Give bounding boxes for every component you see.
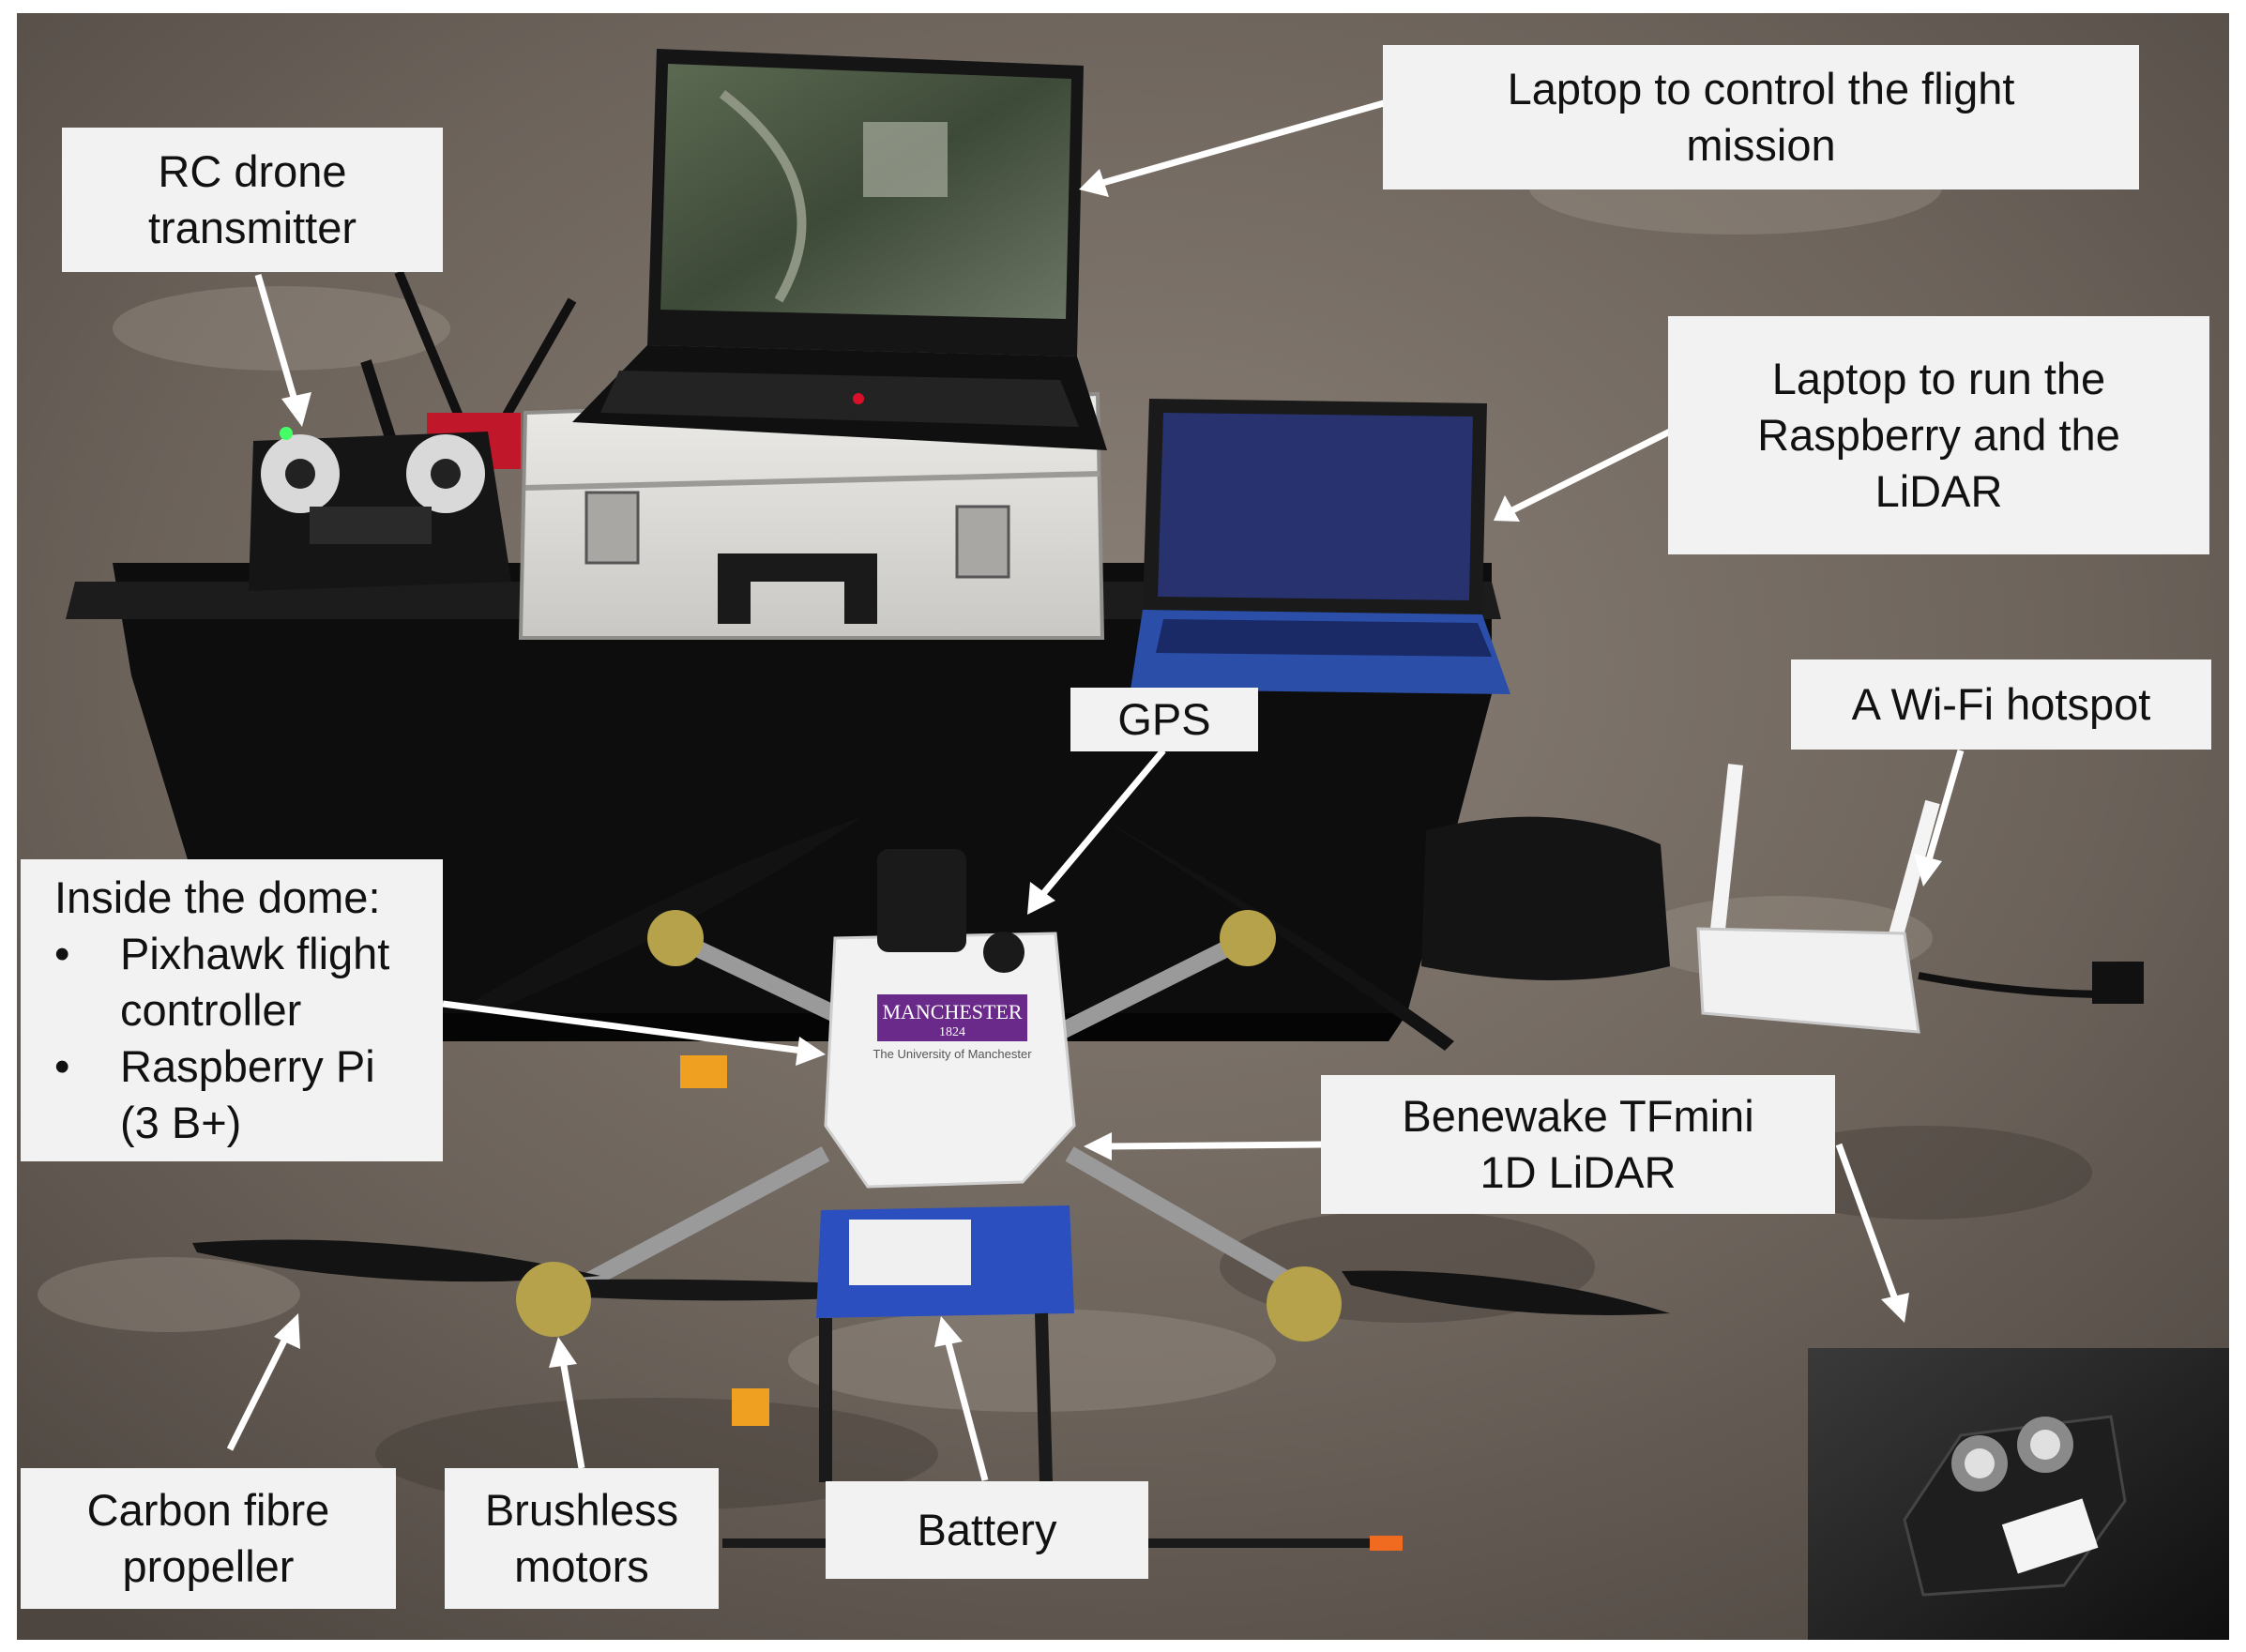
label-rc-transmitter: RC drone transmitter <box>62 128 443 272</box>
inside-dome-item-raspberry: • Raspberry Pi (3 B+) <box>54 1041 375 1147</box>
label-inside-dome: Inside the dome: • Pixhawk flight contro… <box>21 859 443 1161</box>
surface-laptop <box>1131 399 1510 694</box>
arrow-gps <box>1039 748 1166 899</box>
wifi-router <box>1696 764 2144 1034</box>
callout-arrows <box>226 99 1965 1481</box>
label-gps: GPS <box>1070 688 1258 751</box>
arrow-motors <box>559 1359 585 1469</box>
label-battery: Battery <box>826 1481 1148 1579</box>
arrow-wifi <box>1924 750 1965 864</box>
label-tfmini: Benewake TFmini 1D LiDAR <box>1321 1075 1835 1214</box>
arrow-laptop-flight <box>1101 99 1385 187</box>
inside-dome-item-pixhawk: • Pixhawk flight controller <box>54 929 390 1035</box>
drone: MANCHESTER 1824 The University of Manche… <box>192 816 1670 1551</box>
label-motors: Brushless motors <box>445 1468 719 1609</box>
dome-logo: MANCHESTER <box>882 1000 1022 1023</box>
thinkpad-laptop <box>572 49 1107 450</box>
label-propeller: Carbon fibre propeller <box>21 1468 396 1609</box>
arrow-laptop-raspberry <box>1509 428 1672 515</box>
dome-subtitle: The University of Manchester <box>873 1047 1032 1061</box>
label-wifi-hotspot: A Wi-Fi hotspot <box>1791 659 2211 750</box>
label-laptop-raspberry: Laptop to run the Raspberry and the LiDA… <box>1668 316 2209 554</box>
inside-dome-heading: Inside the dome: <box>54 872 381 922</box>
carrying-pouch <box>1421 816 1670 980</box>
tfmini-inset-photo <box>1808 1348 2229 1640</box>
equipment-case <box>518 391 1105 640</box>
arrow-dome <box>442 1000 803 1054</box>
rc-transmitter <box>249 270 577 591</box>
label-laptop-flight: Laptop to control the flight mission <box>1383 45 2139 189</box>
arrow-rc-transmitter <box>254 274 299 404</box>
arrow-propeller <box>226 1335 290 1451</box>
arrow-tfmini-drone <box>1106 1141 1322 1150</box>
dome-logo-year: 1824 <box>939 1025 965 1039</box>
arrow-battery <box>944 1339 989 1481</box>
arrow-tfmini-inset <box>1835 1143 1899 1301</box>
